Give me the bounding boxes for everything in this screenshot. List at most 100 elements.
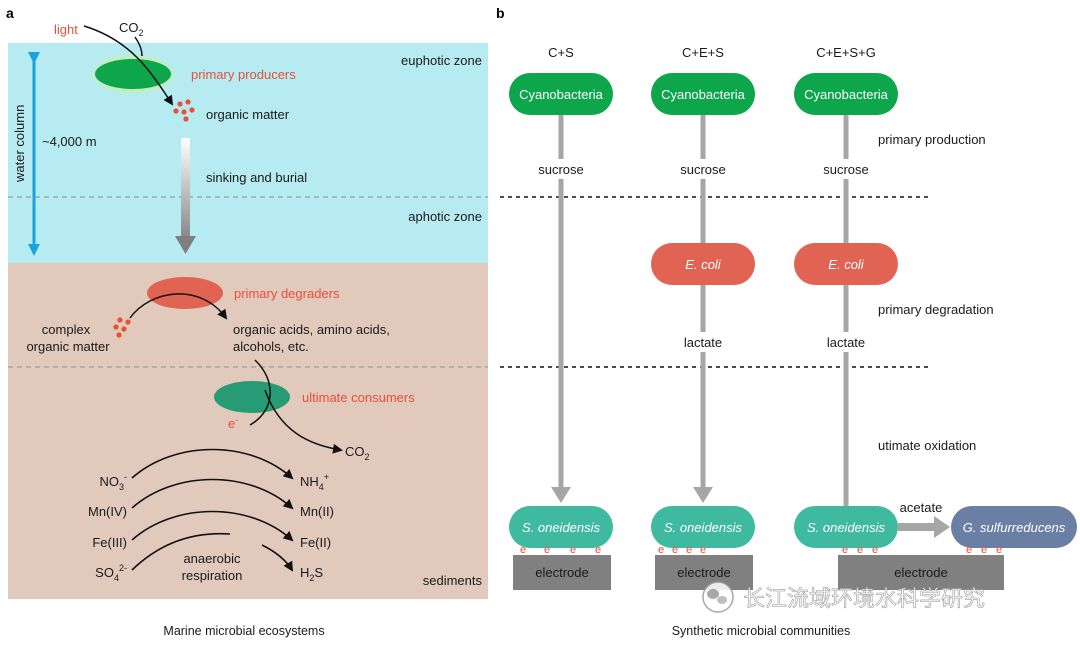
svg-text:e: e <box>520 544 526 556</box>
primary-producers-label: primary producers <box>191 67 296 82</box>
sediment-background <box>8 263 488 599</box>
light-label: light <box>54 22 78 37</box>
cesg-lactate-bg <box>813 332 879 352</box>
svg-text:e: e <box>966 544 972 556</box>
cesg-lactate-label: lactate <box>827 335 865 350</box>
acids-label-1: organic acids, amino acids, <box>233 322 390 337</box>
svg-text:e: e <box>857 544 863 556</box>
ces-lactate-label: lactate <box>684 335 722 350</box>
cs-electrons: e e e e <box>520 544 601 556</box>
cs-cyanobacteria-cell <box>509 73 613 115</box>
consumer-input-line <box>249 359 271 426</box>
co2-bottom-label: CO2 <box>345 444 370 462</box>
watermark-text: 长江流域环境水科学研究 <box>743 586 985 611</box>
anaerobic-label-2: respiration <box>182 568 243 583</box>
panel-a-letter: a <box>6 5 14 21</box>
svg-text:e: e <box>595 544 601 556</box>
degradation-arrow <box>129 293 228 320</box>
complex-label-1: complex <box>42 322 91 337</box>
ces-electrode-label: electrode <box>677 565 730 580</box>
cesg-sucrose-bg <box>809 159 883 179</box>
acetate-arrow-head <box>934 516 950 538</box>
sulfate-label: SO42- <box>95 563 127 583</box>
stage-ultimate-oxidation: utimate oxidation <box>878 438 976 453</box>
panel-a: a euphotic zone aphotic zone sediments w… <box>6 5 488 638</box>
primary-degraders-label: primary degraders <box>234 286 340 301</box>
sinking-label: sinking and burial <box>206 170 307 185</box>
primary-degraders-cell <box>147 277 223 309</box>
svg-text:e: e <box>570 544 576 556</box>
nitrate-reduction-arrow <box>131 448 294 480</box>
nitrate-label: NO3- <box>99 472 127 492</box>
svg-text:e: e <box>544 544 550 556</box>
sulfate-reduction-arc-a <box>131 532 231 571</box>
sinking-arrow-shaft <box>181 138 190 236</box>
complex-matter-dots <box>113 317 131 338</box>
ultimate-consumers-cell <box>214 381 290 413</box>
panel-b: b C+S C+E+S C+E+S+G primary production p… <box>496 5 1077 638</box>
geobacter-cell <box>951 506 1077 548</box>
photosynthesis-arrow <box>83 25 174 106</box>
organic-matter-dots <box>173 99 195 122</box>
cesg-cyanobacteria-cell <box>794 73 898 115</box>
sediments-label: sediments <box>423 573 483 588</box>
cesg-ecoli-cell <box>794 243 898 285</box>
cs-sucrose-bg <box>524 159 598 179</box>
svg-text:e: e <box>842 544 848 556</box>
cesg-electrode-label: electrode <box>894 565 947 580</box>
electron-label: e- <box>228 415 238 431</box>
ces-cyanobacteria-cell <box>651 73 755 115</box>
ultimate-consumers-label: ultimate consumers <box>302 390 415 405</box>
stage-primary-degradation: primary degradation <box>878 302 994 317</box>
aphotic-zone-label: aphotic zone <box>408 209 482 224</box>
column-header-cs: C+S <box>548 45 574 60</box>
acetate-arrow-shaft <box>898 523 936 531</box>
anaerobic-label-1: anaerobic <box>183 551 241 566</box>
cesg-shewanella-label: S. oneidensis <box>807 520 886 535</box>
svg-text:e: e <box>658 544 664 556</box>
ces-ecoli-label: E. coli <box>685 257 722 272</box>
column-header-cesg: C+E+S+G <box>816 45 876 60</box>
depth-label: ~4,000 m <box>42 134 97 149</box>
water-column-label: water column <box>12 105 27 183</box>
acetate-label: acetate <box>900 500 943 515</box>
iron-iii-label: Fe(III) <box>92 535 127 550</box>
svg-text:e: e <box>981 544 987 556</box>
stage-primary-production: primary production <box>878 132 986 147</box>
community-ces: Cyanobacteria sucrose E. coli lactate S.… <box>651 73 755 590</box>
co2-release-arrow <box>264 389 343 454</box>
ces-shewanella-label: S. oneidensis <box>664 520 743 535</box>
ammonium-label: NH4+ <box>300 472 329 492</box>
svg-text:e: e <box>872 544 878 556</box>
wechat-icon <box>702 581 734 613</box>
sinking-arrow-head <box>175 236 196 254</box>
primary-producers-cell <box>95 59 171 89</box>
panel-a-caption: Marine microbial ecosystems <box>163 624 324 638</box>
ces-electrode <box>655 555 753 590</box>
cs-shewanella-label: S. oneidensis <box>522 520 601 535</box>
cs-sucrose-label: sucrose <box>538 162 584 177</box>
euphotic-zone-label: euphotic zone <box>401 53 482 68</box>
manganese-reduction-arrow <box>131 478 294 510</box>
svg-text:e: e <box>996 544 1002 556</box>
iron-ii-label: Fe(II) <box>300 535 331 550</box>
cesg-electrode <box>838 555 1004 590</box>
manganese-ii-label: Mn(II) <box>300 504 334 519</box>
ces-sucrose-bg <box>666 159 740 179</box>
cs-electrode-label: electrode <box>535 565 588 580</box>
water-column-background <box>8 43 488 263</box>
cesg-electrons: e e e e e e <box>842 544 1002 556</box>
ces-lactate-bg <box>670 332 736 352</box>
complex-label-2: organic matter <box>26 339 110 354</box>
ces-sucrose-label: sucrose <box>680 162 726 177</box>
hydrogen-sulfide-label: H2S <box>300 565 323 583</box>
svg-text:e: e <box>672 544 678 556</box>
panel-b-caption: Synthetic microbial communities <box>672 624 851 638</box>
co2-uptake-line <box>134 36 143 57</box>
cesg-sucrose-label: sucrose <box>823 162 869 177</box>
organic-matter-label: organic matter <box>206 107 290 122</box>
column-header-ces: C+E+S <box>682 45 724 60</box>
cesg-cyanobacteria-label: Cyanobacteria <box>804 87 889 102</box>
sulfate-reduction-arc-b <box>261 544 294 572</box>
